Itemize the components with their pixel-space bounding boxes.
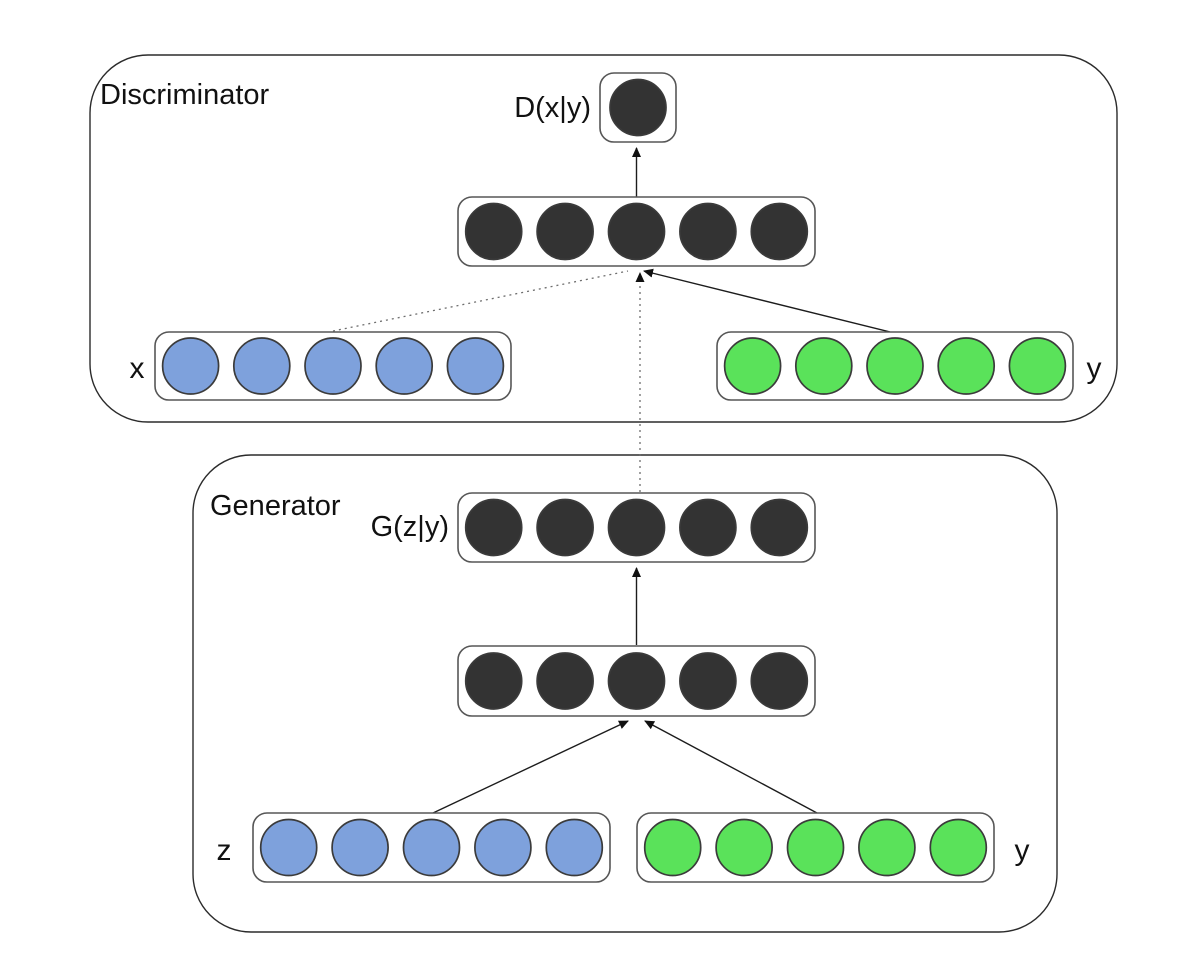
y-condition-node-generator xyxy=(715,818,773,877)
y-condition-node-generator xyxy=(643,818,702,877)
x-input-node xyxy=(161,337,220,395)
discriminator-hidden-node xyxy=(607,202,666,261)
x-input-node xyxy=(375,337,434,395)
discriminator-title: Discriminator xyxy=(100,79,270,111)
y-condition-node-discriminator xyxy=(866,337,924,395)
z-noise-node xyxy=(402,818,461,877)
z-noise-node xyxy=(474,818,532,877)
y-condition-node-discriminator xyxy=(937,337,996,395)
z-input-label: z xyxy=(217,834,232,867)
discriminator-container-box xyxy=(89,54,1118,423)
discriminator-hidden-layer-nodes xyxy=(464,202,809,261)
generator-hidden-node xyxy=(750,652,809,710)
y-condition-layer-nodes-generator xyxy=(643,818,988,877)
generator-hidden-node xyxy=(607,652,666,710)
discriminator-hidden-node xyxy=(750,202,809,261)
generator-hidden-node xyxy=(536,652,594,710)
wire-y-to-dhidden xyxy=(643,268,891,333)
discriminator-hidden-node xyxy=(679,202,737,261)
y-condition-node-generator xyxy=(786,818,845,877)
discriminator-output-label: D(x|y) xyxy=(514,92,591,124)
y-condition-node-discriminator xyxy=(723,337,782,395)
wire-y-to-ghidden xyxy=(644,720,818,814)
discriminator-hidden-node xyxy=(536,202,594,261)
x-input-label: x xyxy=(130,352,145,385)
y-condition-layer-nodes-discriminator xyxy=(723,337,1067,395)
x-input-node xyxy=(304,337,362,395)
generator-output-node xyxy=(536,498,594,557)
y-condition-node-generator xyxy=(858,818,916,877)
generator-hidden-layer-nodes xyxy=(464,652,809,710)
generator-output-node xyxy=(679,498,737,557)
wire-z-to-ghidden xyxy=(432,720,629,814)
z-noise-node xyxy=(545,818,604,877)
y-condition-node-discriminator xyxy=(1008,337,1067,395)
x-input-node xyxy=(232,337,291,395)
y-condition-node-generator xyxy=(929,818,988,877)
generator-output-node xyxy=(607,498,666,557)
z-noise-layer-nodes xyxy=(259,818,604,877)
generator-hidden-node xyxy=(679,652,737,710)
z-noise-node xyxy=(259,818,318,877)
discriminator-hidden-node xyxy=(464,202,523,261)
generator-hidden-node xyxy=(464,652,523,710)
generator-title: Generator xyxy=(210,490,341,522)
z-noise-node xyxy=(331,818,389,877)
y-condition-node-discriminator xyxy=(794,337,853,395)
generator-output-node xyxy=(464,498,523,557)
x-input-node xyxy=(446,337,505,395)
discriminator-output-layer-nodes xyxy=(609,78,667,137)
wire-x-to-dhidden-dotted xyxy=(332,270,629,332)
generator-output-label: G(z|y) xyxy=(371,511,449,543)
x-input-layer-nodes xyxy=(161,337,505,395)
generator-output-node xyxy=(750,498,809,557)
generator-output-layer-nodes xyxy=(464,498,809,557)
discriminator-output-node xyxy=(609,78,667,137)
generator-container-box xyxy=(192,454,1058,933)
y-input-label-generator: y xyxy=(1015,834,1030,867)
y-input-label-discriminator: y xyxy=(1087,352,1102,385)
